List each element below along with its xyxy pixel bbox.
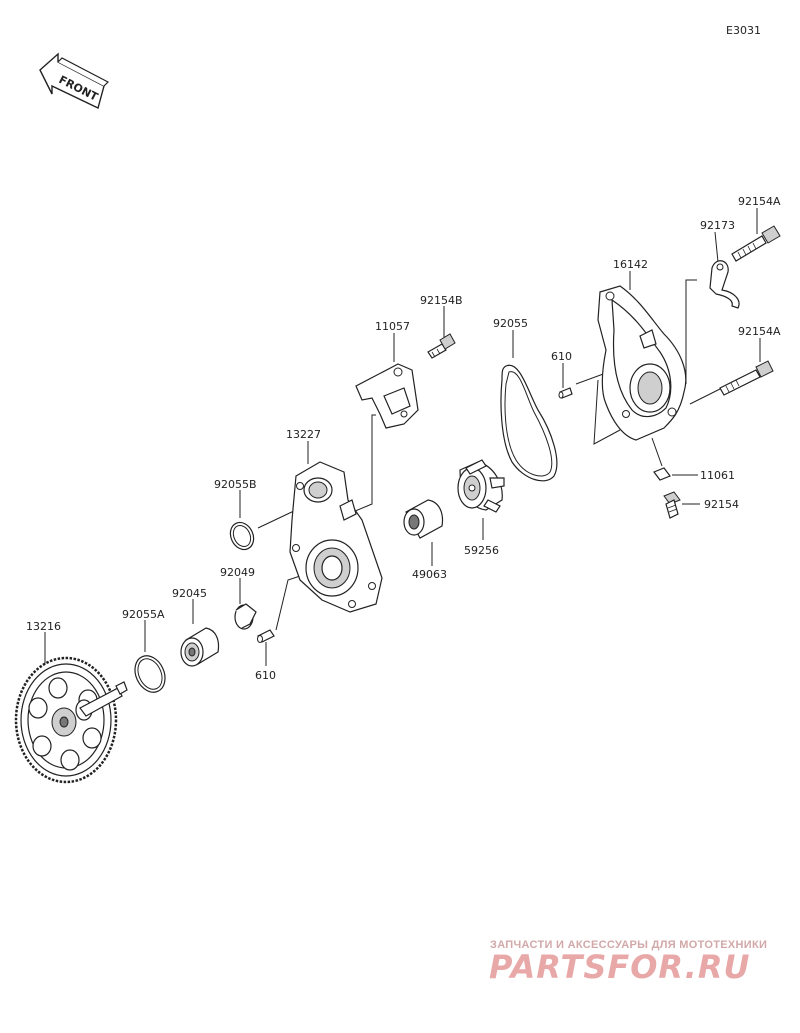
o-ring-92055a xyxy=(134,655,166,693)
pump-cover-16142 xyxy=(597,285,687,441)
label-92055: 92055 xyxy=(493,317,528,330)
oil-seal-92049 xyxy=(234,603,257,630)
bolt-92154a-mid xyxy=(719,360,774,396)
o-ring-92055-inner xyxy=(504,371,553,477)
label-92055a: 92055A xyxy=(122,608,165,621)
bracket-11057 xyxy=(355,363,419,429)
o-ring-92055 xyxy=(500,364,558,482)
label-11061: 11061 xyxy=(700,469,735,482)
dowel-pin-610-bottom xyxy=(257,629,275,643)
label-92154a-mid: 92154A xyxy=(738,325,781,338)
impeller-59256 xyxy=(457,459,505,513)
pump-body-13227 xyxy=(289,461,383,613)
bolt-92154 xyxy=(663,491,681,519)
diagram-code: E3031 xyxy=(726,24,761,37)
label-13216: 13216 xyxy=(26,620,61,633)
label-92154a-top: 92154A xyxy=(738,195,781,208)
bolt-92154b xyxy=(427,333,456,359)
part-labels: 92154A 92173 16142 92154B 11057 92055 61… xyxy=(26,195,781,682)
label-610-top: 610 xyxy=(551,350,572,363)
label-16142: 16142 xyxy=(613,258,648,271)
label-92154: 92154 xyxy=(704,498,739,511)
label-92049: 92049 xyxy=(220,566,255,579)
label-610-bottom: 610 xyxy=(255,669,276,682)
mechanical-seal-49063 xyxy=(403,499,444,539)
label-92173: 92173 xyxy=(700,219,735,232)
label-13227: 13227 xyxy=(286,428,321,441)
label-92154b: 92154B xyxy=(420,294,463,307)
leader-lines xyxy=(44,208,761,666)
label-92045: 92045 xyxy=(172,587,207,600)
clamp-92173 xyxy=(709,260,740,309)
dowel-pin-610-top xyxy=(558,387,573,399)
bolt-92154a-top xyxy=(731,225,781,262)
label-92055b: 92055B xyxy=(214,478,257,491)
watermark-logo: PARTSFOR.RU xyxy=(489,948,751,986)
washer-11061 xyxy=(653,467,671,481)
front-arrow-icon: FRONT xyxy=(39,52,110,109)
label-59256: 59256 xyxy=(464,544,499,557)
label-49063: 49063 xyxy=(412,568,447,581)
o-ring-92055b xyxy=(229,521,255,551)
label-11057: 11057 xyxy=(375,320,410,333)
bearing-92045 xyxy=(180,627,220,667)
gear-13216 xyxy=(14,656,128,784)
watermark-tagline: ЗАПЧАСТИ И АКСЕССУАРЫ ДЛЯ МОТОТЕХНИКИ xyxy=(490,939,768,951)
